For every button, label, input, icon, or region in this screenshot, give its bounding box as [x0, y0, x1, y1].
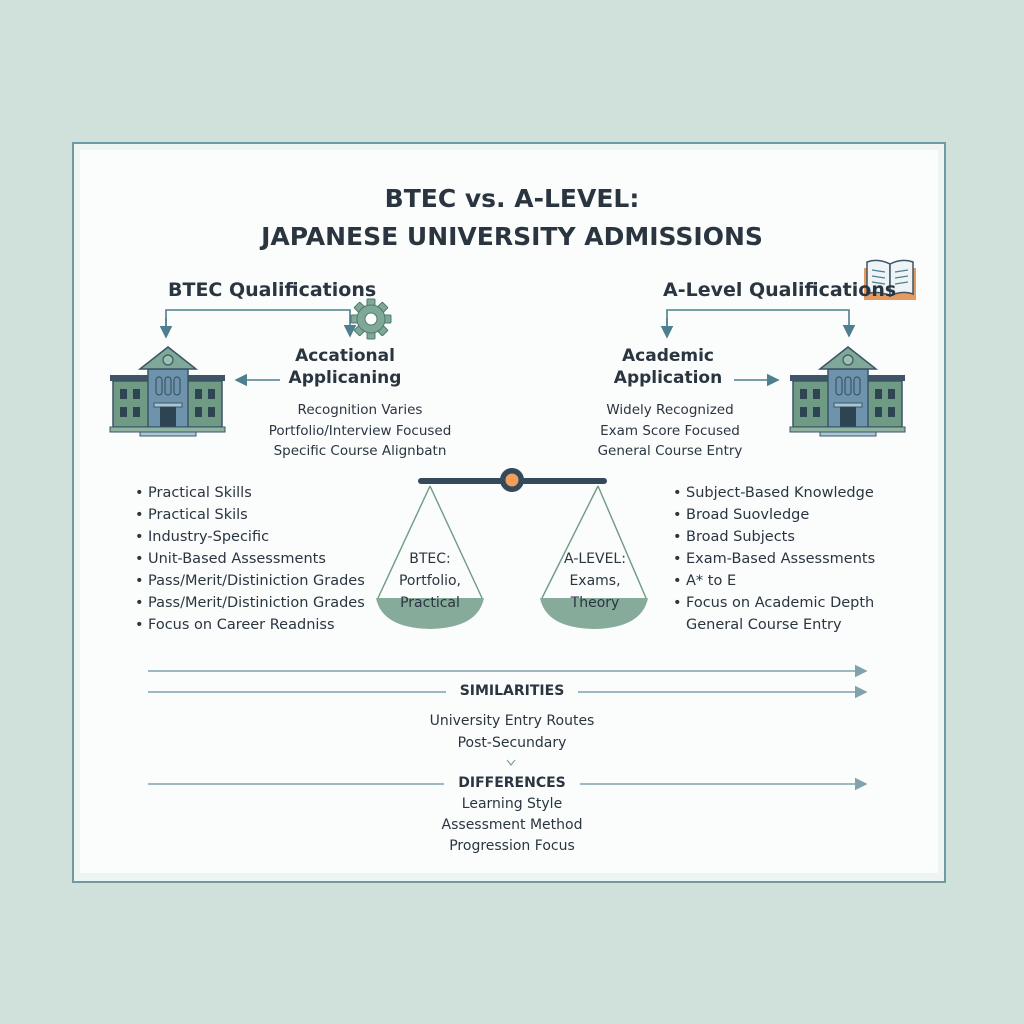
list-item: Pass/Merit/Distiniction Grades — [135, 570, 365, 592]
btec-note: Specific Course Alignbatn — [273, 443, 447, 459]
list-item: Pass/Merit/Distiniction Grades — [135, 592, 365, 614]
list-item: General Course Entry — [686, 617, 842, 633]
btec-note: Portfolio/Interview Focused — [268, 422, 452, 439]
gear-icon — [350, 298, 392, 340]
alevel-heading: A-Level Qualifications — [663, 279, 897, 301]
alevel-note: Exam Score Focused — [600, 422, 740, 439]
btec-feature-list: Practical Skills Practical Skils Industr… — [135, 482, 365, 636]
list-item: Focus on Academic Depth — [673, 592, 875, 614]
similarities-heading-wrap: SIMILARITIES — [0, 683, 1024, 699]
similarity-item: Post-Secundary — [457, 735, 567, 751]
btec-note: Recognition Varies — [297, 402, 423, 418]
difference-item: Learning Style — [461, 796, 563, 812]
list-item: A* to E — [673, 570, 875, 592]
difference-item: Progression Focus — [449, 838, 575, 854]
balance-scale-icon — [376, 468, 648, 629]
alevel-feature-list: Subject-Based Knowledge Broad Suovledge … — [673, 482, 875, 636]
btec-notes: Recognition Varies Portfolio/Interview F… — [250, 400, 470, 462]
list-item: Exam-Based Assessments — [673, 548, 875, 570]
alevel-application-line: Application — [613, 368, 723, 388]
btec-application-line: Applicaning — [288, 368, 402, 388]
pan-label-line: Exams, — [569, 573, 621, 589]
list-item: Subject-Based Knowledge — [673, 482, 875, 504]
list-item: Broad Subjects — [673, 526, 875, 548]
alevel-note: Widely Recognized — [606, 402, 734, 418]
btec-application: Accational Applicaning — [270, 345, 420, 389]
similarities-heading: SIMILARITIES — [445, 683, 579, 699]
list-item: Unit-Based Assessments — [135, 548, 365, 570]
alevel-notes: Widely Recognized Exam Score Focused Gen… — [570, 400, 770, 462]
title-line-1: BTEC vs. A-LEVEL: — [384, 184, 640, 213]
pan-label-line: Theory — [570, 595, 620, 611]
btec-university-building-icon — [109, 346, 226, 437]
btec-application-line: Accational — [295, 346, 395, 366]
chevron-down-icon — [506, 759, 516, 766]
alevel-note: General Course Entry — [597, 443, 743, 459]
btec-pan — [376, 598, 484, 629]
differences-heading-wrap: DIFFERENCES — [0, 775, 1024, 791]
btec-connector-arrow — [165, 309, 357, 338]
list-item: Broad Suovledge — [673, 504, 875, 526]
alevel-university-building-icon — [789, 346, 906, 437]
open-book-icon — [864, 259, 916, 300]
alevel-pan-label: A-LEVEL: Exams, Theory — [545, 548, 645, 614]
similarity-item: University Entry Routes — [429, 713, 595, 729]
differences-heading: DIFFERENCES — [444, 775, 580, 791]
alevel-application: Academic Application — [593, 345, 743, 389]
list-item: Practical Skills — [135, 482, 365, 504]
pan-label-line: Portfolio, — [398, 573, 462, 589]
pan-label-line: Practical — [400, 595, 460, 611]
difference-item: Assessment Method — [441, 817, 583, 833]
pan-label-line: BTEC: — [409, 551, 451, 567]
pan-label-line: A-LEVEL: — [564, 551, 626, 567]
btec-pan-label: BTEC: Portfolio, Practical — [380, 548, 480, 614]
list-item: Practical Skils — [135, 504, 365, 526]
alevel-connector-arrow — [666, 309, 856, 338]
btec-heading: BTEC Qualifications — [168, 279, 377, 301]
alevel-application-line: Academic — [621, 346, 715, 366]
list-item: Industry-Specific — [135, 526, 365, 548]
alevel-pan — [540, 598, 648, 629]
list-item: Focus on Career Readniss — [135, 614, 365, 636]
title-line-2: JAPANESE UNIVERSITY ADMISSIONS — [261, 222, 763, 251]
